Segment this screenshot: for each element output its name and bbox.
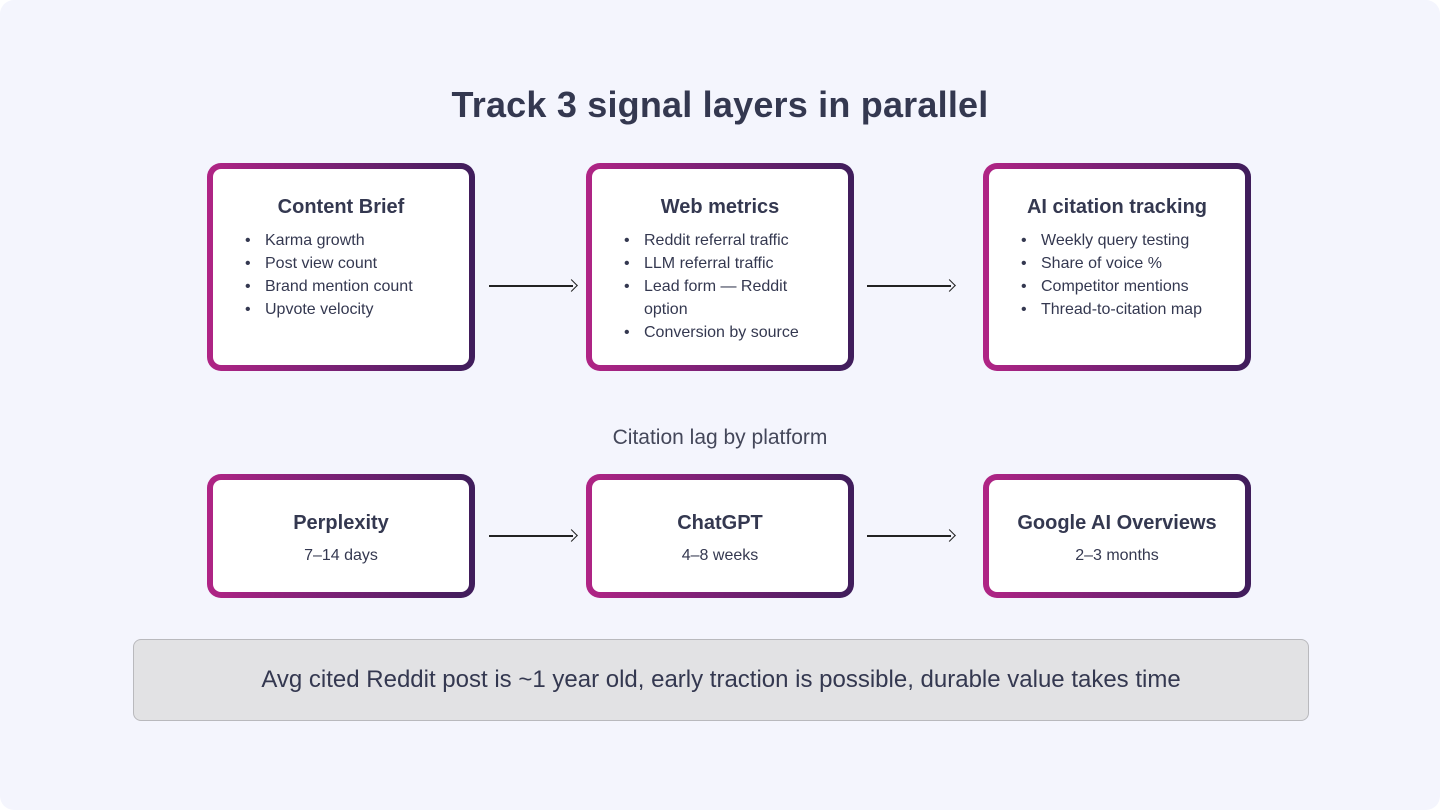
metric-item: Karma growth	[245, 229, 451, 252]
metric-item: Upvote velocity	[245, 298, 451, 321]
arrow-shaft	[867, 285, 951, 287]
arrow-right-icon	[489, 279, 578, 292]
section-label: Citation lag by platform	[612, 426, 828, 449]
platform-lag: 7–14 days	[304, 547, 378, 564]
arrow-right-icon	[867, 529, 956, 542]
platform-card-google-ai-overviews: Google AI Overviews 2–3 months	[983, 474, 1251, 598]
metric-item: Brand mention count	[245, 275, 451, 298]
page-title: Track 3 signal layers in parallel	[451, 84, 989, 125]
metric-item: Conversion by source	[624, 321, 830, 344]
arrow-shaft	[489, 285, 573, 287]
platform-name: Perplexity	[293, 512, 389, 534]
footer-callout: Avg cited Reddit post is ~1 year old, ea…	[133, 639, 1309, 721]
arrow-head	[565, 279, 578, 292]
platform-card-perplexity: Perplexity 7–14 days	[207, 474, 475, 598]
footer-text: Avg cited Reddit post is ~1 year old, ea…	[261, 666, 1181, 693]
metric-list: Weekly query testing Share of voice % Co…	[989, 229, 1245, 321]
card-title: Web metrics	[660, 196, 780, 218]
signal-layer-card-web-metrics: Web metrics Reddit referral traffic LLM …	[586, 163, 854, 371]
metric-list: Karma growth Post view count Brand menti…	[213, 229, 469, 321]
platform-card-chatgpt: ChatGPT 4–8 weeks	[586, 474, 854, 598]
metric-item: Weekly query testing	[1021, 229, 1227, 252]
metric-item: Share of voice %	[1021, 252, 1227, 275]
arrow-head	[943, 279, 956, 292]
platform-lag: 4–8 weeks	[681, 547, 759, 564]
platform-lag: 2–3 months	[1075, 547, 1159, 564]
arrow-right-icon	[489, 529, 578, 542]
signal-layer-card-ai-citation-tracking: AI citation tracking Weekly query testin…	[983, 163, 1251, 371]
metric-list: Reddit referral traffic LLM referral tra…	[592, 229, 848, 344]
metric-item: Reddit referral traffic	[624, 229, 830, 252]
arrow-head	[943, 529, 956, 542]
platform-name: ChatGPT	[677, 512, 763, 534]
signal-layer-card-content-brief: Content Brief Karma growth Post view cou…	[207, 163, 475, 371]
platform-name: Google AI Overviews	[1017, 512, 1217, 534]
card-title: AI citation tracking	[1026, 196, 1208, 218]
metric-item: Competitor mentions	[1021, 275, 1227, 298]
arrow-head	[565, 529, 578, 542]
card-title: Content Brief	[277, 196, 405, 218]
metric-item: Thread-to-citation map	[1021, 298, 1227, 321]
arrow-right-icon	[867, 279, 956, 292]
metric-item: Lead form — Reddit option	[624, 275, 830, 321]
metric-item: Post view count	[245, 252, 451, 275]
arrow-shaft	[489, 535, 573, 537]
metric-item: LLM referral traffic	[624, 252, 830, 275]
arrow-shaft	[867, 535, 951, 537]
